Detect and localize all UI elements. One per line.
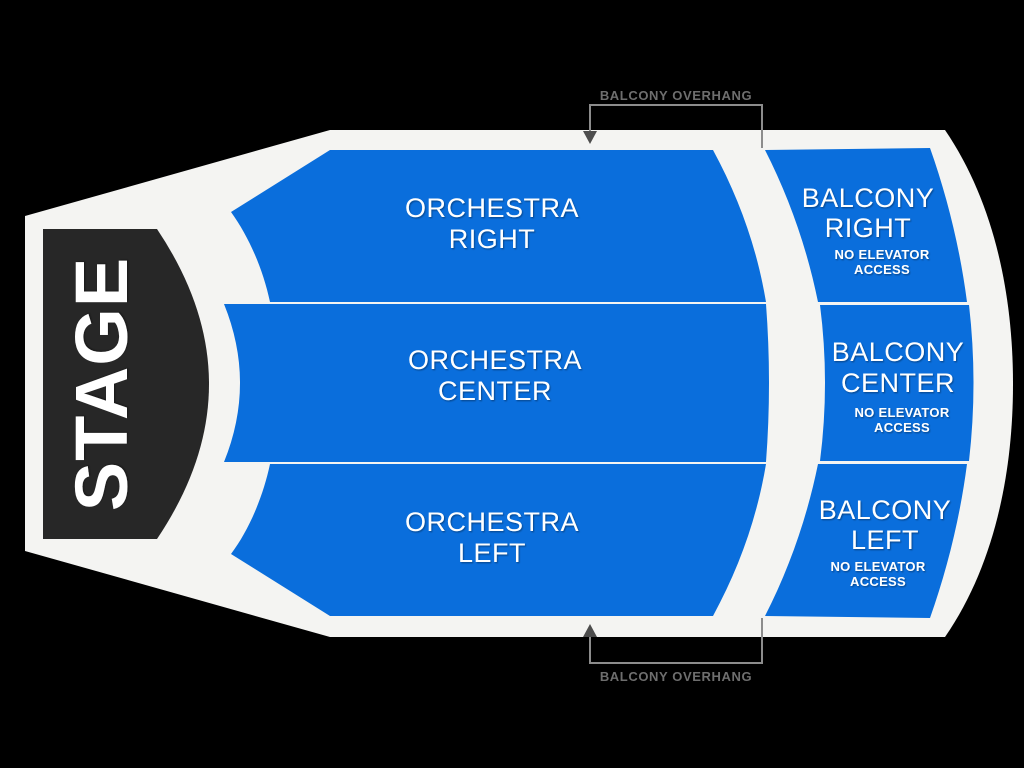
balcony-center-note-line2: ACCESS (874, 420, 930, 435)
balcony-right-label-line1: BALCONY (802, 183, 935, 213)
balcony-overhang-top-arrow-icon (583, 131, 597, 144)
balcony-overhang-bottom-label: BALCONY OVERHANG (600, 669, 752, 684)
section-orchestra-center[interactable] (224, 304, 769, 462)
section-balcony-center[interactable] (820, 305, 974, 461)
section-orchestra-left[interactable] (231, 464, 766, 616)
stage-label: STAGE (60, 257, 143, 511)
balcony-overhang-top-label: BALCONY OVERHANG (600, 88, 752, 103)
balcony-overhang-annotation-bottom: BALCONY OVERHANG (583, 618, 763, 684)
balcony-overhang-bottom-bracket (589, 618, 763, 664)
stage-shape (43, 229, 209, 539)
balcony-right-note-line2: ACCESS (854, 262, 910, 277)
balcony-left-label-line1: BALCONY (819, 495, 952, 525)
balcony-right-label-line2: RIGHT (825, 213, 912, 243)
balcony-overhang-annotation-top: BALCONY OVERHANG (583, 88, 763, 148)
balcony-right-note-line1: NO ELEVATOR (834, 247, 929, 262)
balcony-left-note-line1: NO ELEVATOR (830, 559, 925, 574)
balcony-center-note-line1: NO ELEVATOR (854, 405, 949, 420)
balcony-center-label-line2: CENTER (841, 368, 955, 398)
section-balcony-left[interactable] (765, 464, 967, 618)
section-balcony-right[interactable] (765, 148, 967, 302)
balcony-center-label-line1: BALCONY (832, 337, 965, 367)
orchestra-center-label-line2: CENTER (438, 376, 552, 406)
orchestra-left-label-line1: ORCHESTRA (405, 507, 579, 537)
balcony-overhang-top-bracket (589, 104, 763, 148)
orchestra-left-label-line2: LEFT (458, 538, 526, 568)
orchestra-center-label-line1: ORCHESTRA (408, 345, 582, 375)
orchestra-right-label-line1: ORCHESTRA (405, 193, 579, 223)
balcony-overhang-bottom-arrow-icon (583, 624, 597, 637)
orchestra-right-label-line2: RIGHT (449, 224, 536, 254)
balcony-left-note-line2: ACCESS (850, 574, 906, 589)
section-orchestra-right[interactable] (231, 150, 766, 302)
balcony-left-label-line2: LEFT (851, 525, 919, 555)
